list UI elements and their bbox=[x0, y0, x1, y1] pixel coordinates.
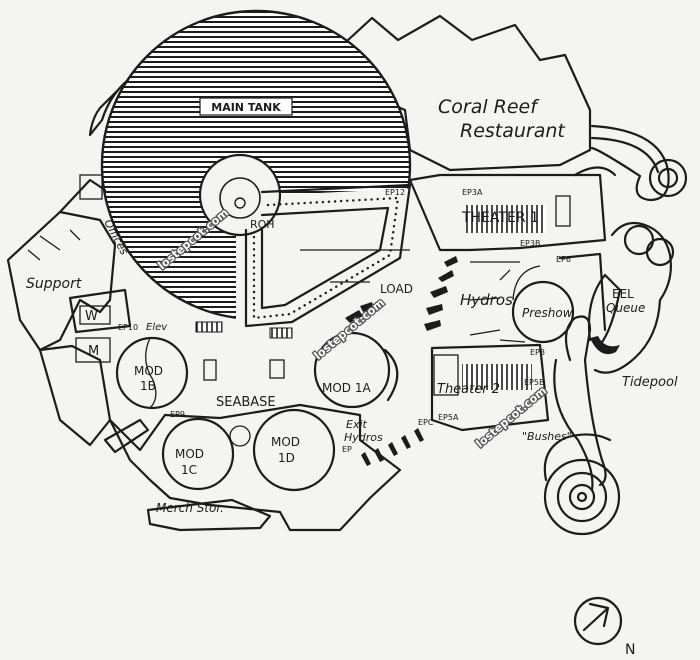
tidepool-path bbox=[543, 315, 621, 536]
label-mod-1a: MOD 1A bbox=[322, 381, 371, 395]
label-roh: ROH bbox=[250, 218, 275, 231]
label-hydros: Hydros bbox=[460, 291, 513, 309]
roh-walkway bbox=[198, 153, 420, 332]
label-ep8: EP8 bbox=[530, 348, 545, 357]
label-ep3a: EP3A bbox=[462, 188, 483, 197]
label-main-tank: MAIN TANK bbox=[211, 101, 281, 114]
label-eel: EEL bbox=[612, 287, 634, 301]
label-restaurant: Restaurant bbox=[460, 120, 566, 142]
label-tidepool: Tidepool bbox=[622, 375, 678, 390]
label-ep5a: EP5A bbox=[438, 413, 459, 422]
label-ep3b: EP3B bbox=[520, 239, 540, 248]
label-ep12: EP12 bbox=[385, 188, 405, 197]
label-mod-1b-line1: MOD bbox=[134, 364, 163, 378]
label-epc: EPC bbox=[418, 418, 434, 427]
hydrolator-marks bbox=[300, 249, 526, 466]
map-labels: MAIN TANK Coral Reef Restaurant THEATER … bbox=[26, 96, 678, 658]
preshow bbox=[511, 252, 607, 344]
exit-ramp-loop bbox=[590, 124, 688, 202]
label-merch: Merch Stor. bbox=[156, 501, 224, 515]
label-seabase: SEABASE bbox=[216, 395, 276, 410]
label-load: LOAD bbox=[380, 282, 413, 296]
label-north: N bbox=[625, 642, 635, 658]
label-ep6: EP6 bbox=[556, 255, 571, 264]
theater-2 bbox=[430, 343, 550, 432]
north-arrow bbox=[573, 596, 623, 646]
label-support: Support bbox=[26, 276, 82, 292]
label-ep: EP bbox=[342, 445, 352, 454]
label-exit: Exit bbox=[346, 418, 368, 431]
theater-1 bbox=[408, 166, 617, 252]
seabase bbox=[103, 321, 402, 532]
label-theater-1: THEATER 1 bbox=[461, 210, 539, 226]
label-theater-2: Theater 2 bbox=[437, 382, 500, 397]
label-ep9: EP9 bbox=[170, 410, 185, 419]
label-mod-1b-line2: 1B bbox=[140, 379, 156, 393]
eel-queue-area bbox=[587, 221, 675, 374]
label-preshow: Preshow bbox=[522, 306, 573, 320]
label-mod-1c-line1: MOD bbox=[175, 447, 204, 461]
label-mod-1c-line2: 1C bbox=[181, 463, 197, 477]
label-queue: Queue bbox=[606, 301, 645, 315]
label-w: W bbox=[85, 309, 98, 324]
label-coral-reef: Coral Reef bbox=[438, 96, 540, 118]
label-elev: Elev bbox=[146, 322, 168, 333]
label-bushes: "Bushes" bbox=[522, 430, 572, 443]
label-exit-hydros: Hydros bbox=[344, 431, 383, 444]
label-mod-1d-line2: 1D bbox=[278, 451, 295, 465]
label-ep5b: EP5B bbox=[524, 378, 544, 387]
label-mod-1d-line1: MOD bbox=[271, 435, 300, 449]
label-m: M bbox=[88, 344, 99, 359]
label-ep10: EP10 bbox=[118, 323, 138, 332]
